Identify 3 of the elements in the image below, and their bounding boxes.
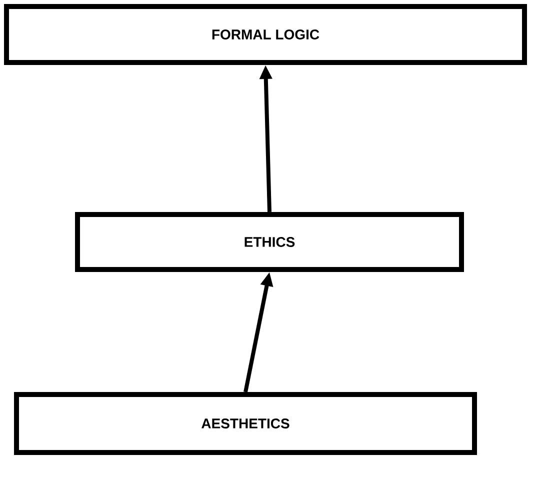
process-box: FORMAL LOGIC	[4, 4, 527, 65]
process-box: AESTHETICS	[14, 392, 477, 455]
process-box: ETHICS	[75, 212, 464, 272]
